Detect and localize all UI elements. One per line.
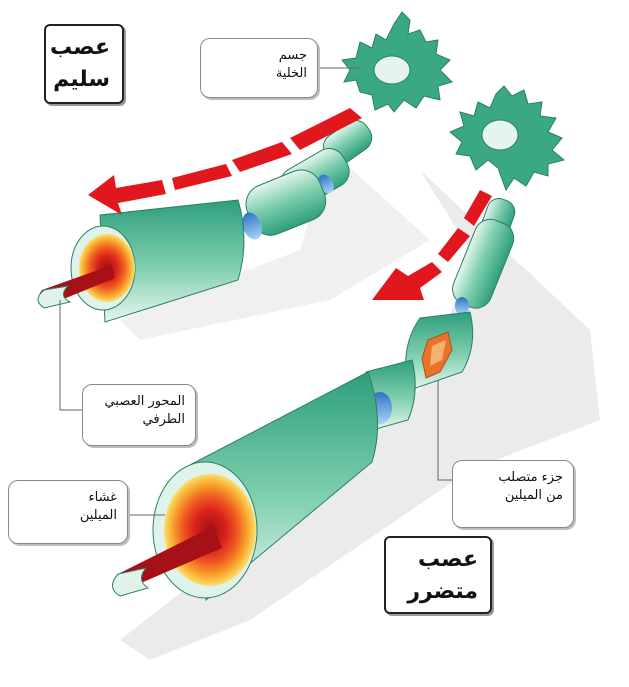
axon-sleeve bbox=[112, 567, 150, 597]
cell-nucleus bbox=[481, 119, 519, 151]
healthy-nerve-label: عصب سليم bbox=[44, 24, 124, 104]
red-dashed-arrow-icon bbox=[372, 190, 492, 300]
node-of-ranvier bbox=[455, 297, 469, 315]
healthy-nerve bbox=[37, 11, 453, 323]
cell-body-label: جسم الخلية bbox=[200, 38, 318, 98]
myelin-cylinder bbox=[99, 199, 245, 323]
damaged-nerve-label: عصب متضرر bbox=[384, 536, 492, 614]
axon-sleeve bbox=[37, 285, 72, 309]
node-of-ranvier bbox=[242, 212, 262, 240]
red-dashed-arrow-icon bbox=[88, 108, 362, 215]
axon-label: المحور العصبي الطرفي bbox=[82, 384, 196, 446]
cell-nucleus bbox=[373, 55, 411, 85]
leader-lines bbox=[59, 67, 452, 516]
damaged-nerve bbox=[112, 85, 566, 601]
myelin-sheath-label: غشاء الميلين bbox=[8, 480, 128, 544]
hardened-myelin-patch bbox=[430, 340, 446, 366]
hardened-myelin-label: جزء متصلب من الميلين bbox=[452, 460, 574, 528]
